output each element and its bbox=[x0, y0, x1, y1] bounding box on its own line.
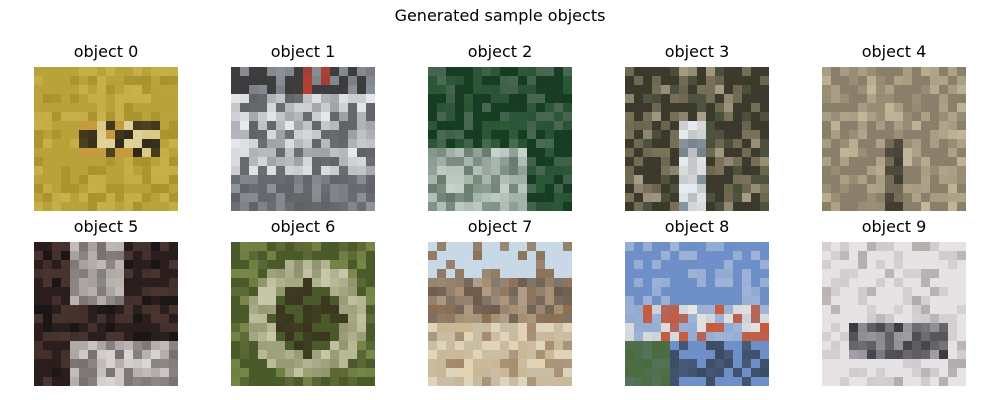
figure-title: Generated sample objects bbox=[394, 6, 606, 25]
sample-title: object 6 bbox=[270, 217, 336, 236]
sample-image bbox=[428, 242, 572, 386]
sample-title: object 8 bbox=[664, 217, 730, 236]
sample-title: object 0 bbox=[73, 42, 139, 61]
sample-title: object 3 bbox=[664, 42, 730, 61]
sample-title: object 7 bbox=[467, 217, 533, 236]
sample-title: object 9 bbox=[861, 217, 927, 236]
sample-image bbox=[231, 242, 375, 386]
sample-title: object 5 bbox=[73, 217, 139, 236]
sample-image bbox=[822, 242, 966, 386]
sample-image bbox=[625, 67, 769, 211]
sample-image bbox=[231, 67, 375, 211]
sample-title: object 1 bbox=[270, 42, 336, 61]
sample-image bbox=[34, 242, 178, 386]
sample-image bbox=[428, 67, 572, 211]
sample-image bbox=[34, 67, 178, 211]
sample-title: object 2 bbox=[467, 42, 533, 61]
sample-image bbox=[625, 242, 769, 386]
sample-image bbox=[822, 67, 966, 211]
sample-title: object 4 bbox=[861, 42, 927, 61]
